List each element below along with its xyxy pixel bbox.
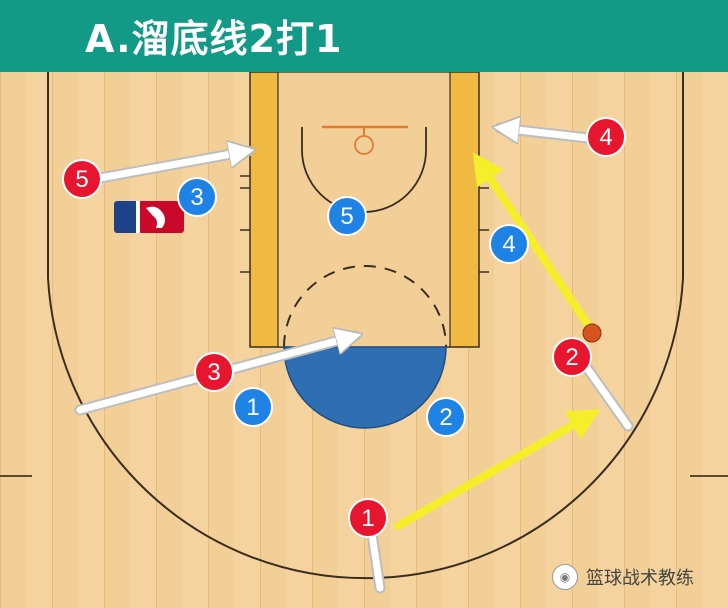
svg-text:3: 3 — [207, 359, 220, 386]
defense-player-4: 4 — [489, 224, 529, 264]
offense-player-5: 5 — [62, 159, 102, 199]
header-bar: A.溜底线2打1 — [0, 0, 728, 72]
defense-player-5: 5 — [327, 196, 367, 236]
svg-text:1: 1 — [246, 394, 259, 421]
watermark-text: 篮球战术教练 — [586, 568, 694, 589]
svg-text:1: 1 — [361, 505, 374, 532]
svg-text:4: 4 — [502, 231, 515, 258]
wechat-icon: ◉ — [552, 564, 578, 590]
svg-text:2: 2 — [439, 404, 452, 431]
svg-text:4: 4 — [599, 124, 612, 151]
offense-player-4: 4 — [586, 117, 626, 157]
pass-arrow-1-to-2 — [394, 409, 601, 530]
offense-player-3: 3 — [194, 352, 234, 392]
play-title: A.溜底线2打1 — [85, 17, 343, 61]
svg-text:5: 5 — [75, 166, 88, 193]
defense-player-1: 1 — [233, 387, 273, 427]
defense-player-2: 2 — [426, 397, 466, 437]
offense-player-2: 2 — [552, 337, 592, 377]
watermark: ◉ 篮球战术教练 — [552, 564, 694, 590]
free-throw-semicircle — [283, 346, 447, 429]
move-arrow-1-tail — [366, 528, 386, 594]
basketball — [582, 323, 602, 343]
half-court: 1 2 3 4 5 1 2 3 — [0, 72, 728, 608]
offense-player-1: 1 — [348, 498, 388, 538]
pass-arrows — [394, 152, 601, 530]
lane-hash-left — [240, 175, 250, 273]
move-arrow-4 — [500, 128, 594, 138]
free-throw-circle-dashed — [283, 265, 447, 348]
svg-text:3: 3 — [190, 184, 203, 211]
rim — [354, 135, 374, 155]
svg-text:5: 5 — [340, 203, 353, 230]
nba-logo — [114, 201, 184, 233]
defense-player-3: 3 — [177, 177, 217, 217]
move-arrow-2 — [574, 352, 634, 432]
svg-text:2: 2 — [565, 344, 578, 371]
move-arrow-5 — [94, 151, 248, 184]
pass-arrow-2-to-4 — [472, 152, 594, 332]
